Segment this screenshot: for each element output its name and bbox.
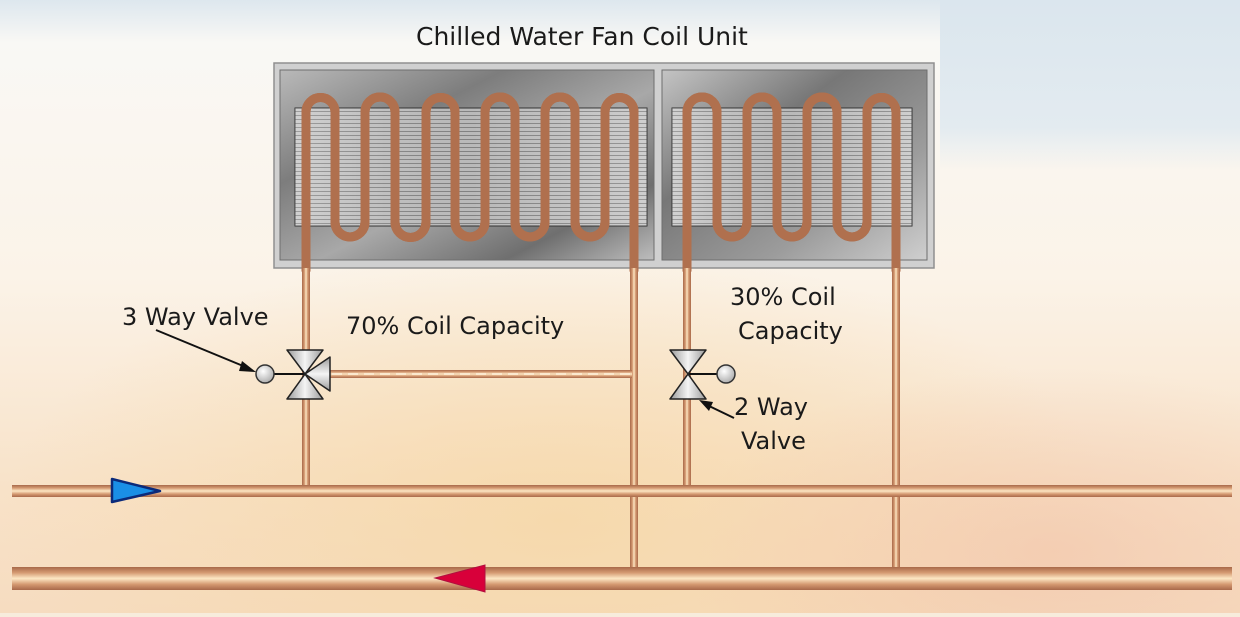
return-flow-arrow-icon bbox=[433, 564, 486, 593]
left-coil-tube bbox=[301, 97, 639, 275]
right-coil-capacity-label-line2: Capacity bbox=[738, 317, 843, 345]
two-way-valve-label-line1: 2 Way bbox=[734, 393, 809, 421]
supply-pipe bbox=[12, 485, 1232, 497]
two-way-valve-icon bbox=[669, 349, 736, 400]
diagram-title: Chilled Water Fan Coil Unit bbox=[416, 22, 748, 51]
three-way-valve-pointer-icon bbox=[155, 329, 256, 372]
right-coil-tube bbox=[682, 97, 901, 275]
return-pipe bbox=[12, 567, 1232, 590]
right-coil-capacity-label-line1: 30% Coil bbox=[730, 283, 836, 311]
three-way-valve-icon bbox=[255, 349, 331, 400]
left-coil-capacity-label: 70% Coil Capacity bbox=[346, 312, 565, 340]
supply-flow-arrow-icon bbox=[110, 477, 162, 504]
two-way-valve-label-line2: Valve bbox=[741, 427, 806, 455]
two-way-valve-pointer-icon bbox=[699, 400, 735, 419]
three-way-valve-label: 3 Way Valve bbox=[122, 303, 269, 331]
